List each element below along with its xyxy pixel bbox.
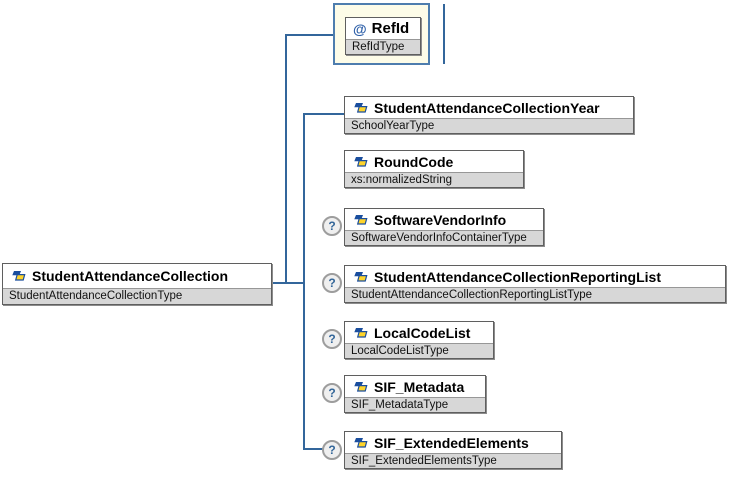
element-type: SoftwareVendorInfoContainerType bbox=[345, 230, 543, 245]
child-element-box[interactable]: RoundCode xs:normalizedString bbox=[344, 150, 524, 188]
element-name: SoftwareVendorInfo bbox=[374, 211, 507, 228]
attribute-type: RefIdType bbox=[346, 39, 420, 54]
element-name: StudentAttendanceCollection bbox=[32, 268, 229, 284]
child-element-box[interactable]: SIF_Metadata SIF_MetadataType bbox=[344, 375, 486, 413]
element-icon bbox=[353, 156, 368, 168]
element-name: RoundCode bbox=[374, 153, 454, 170]
connector-attribute-vertical bbox=[285, 34, 287, 284]
child-element-box[interactable]: StudentAttendanceCollectionYear SchoolYe… bbox=[344, 96, 634, 134]
connector-children-vertical bbox=[303, 113, 305, 450]
element-name: SIF_Metadata bbox=[374, 378, 465, 395]
element-name: SIF_ExtendedElements bbox=[374, 434, 529, 451]
element-icon bbox=[11, 270, 26, 282]
element-icon bbox=[353, 437, 368, 449]
child-element-box[interactable]: SIF_ExtendedElements SIF_ExtendedElement… bbox=[344, 431, 562, 469]
element-type: StudentAttendanceCollectionReportingList… bbox=[345, 287, 725, 302]
optional-badge: ? bbox=[322, 329, 342, 349]
optional-badge: ? bbox=[322, 273, 342, 293]
optional-badge: ? bbox=[322, 383, 342, 403]
element-icon bbox=[353, 271, 368, 283]
child-element-box[interactable]: StudentAttendanceCollectionReportingList… bbox=[344, 265, 726, 303]
element-type: SchoolYearType bbox=[345, 118, 633, 133]
optional-badge: ? bbox=[322, 440, 342, 460]
child-element-box[interactable]: LocalCodeList LocalCodeListType bbox=[344, 321, 494, 359]
root-element-box[interactable]: StudentAttendanceCollection StudentAtten… bbox=[2, 263, 272, 305]
element-icon bbox=[353, 327, 368, 339]
element-name: StudentAttendanceCollectionReportingList bbox=[374, 268, 661, 285]
element-type: LocalCodeListType bbox=[345, 343, 493, 358]
connector-last-child-stub bbox=[303, 448, 324, 450]
element-icon bbox=[353, 102, 368, 114]
attribute-name: RefId bbox=[371, 20, 410, 37]
connector-first-child-stub bbox=[303, 113, 344, 115]
connector-attribute-horizontal bbox=[285, 34, 333, 36]
child-element-box[interactable]: SoftwareVendorInfo SoftwareVendorInfoCon… bbox=[344, 208, 544, 246]
element-name: LocalCodeList bbox=[374, 324, 471, 341]
element-type: xs:normalizedString bbox=[345, 172, 523, 187]
connector-edge-fragment bbox=[443, 4, 445, 64]
element-icon bbox=[353, 214, 368, 226]
optional-badge: ? bbox=[322, 216, 342, 236]
element-type: SIF_MetadataType bbox=[345, 397, 485, 412]
attribute-refid-box[interactable]: @ RefId RefIdType bbox=[345, 17, 421, 55]
connector-root-to-sequence bbox=[272, 282, 305, 284]
element-type: SIF_ExtendedElementsType bbox=[345, 453, 561, 468]
element-name: StudentAttendanceCollectionYear bbox=[374, 99, 600, 116]
attribute-at-icon: @ bbox=[353, 20, 367, 37]
element-type: StudentAttendanceCollectionType bbox=[3, 288, 271, 304]
element-icon bbox=[353, 381, 368, 393]
